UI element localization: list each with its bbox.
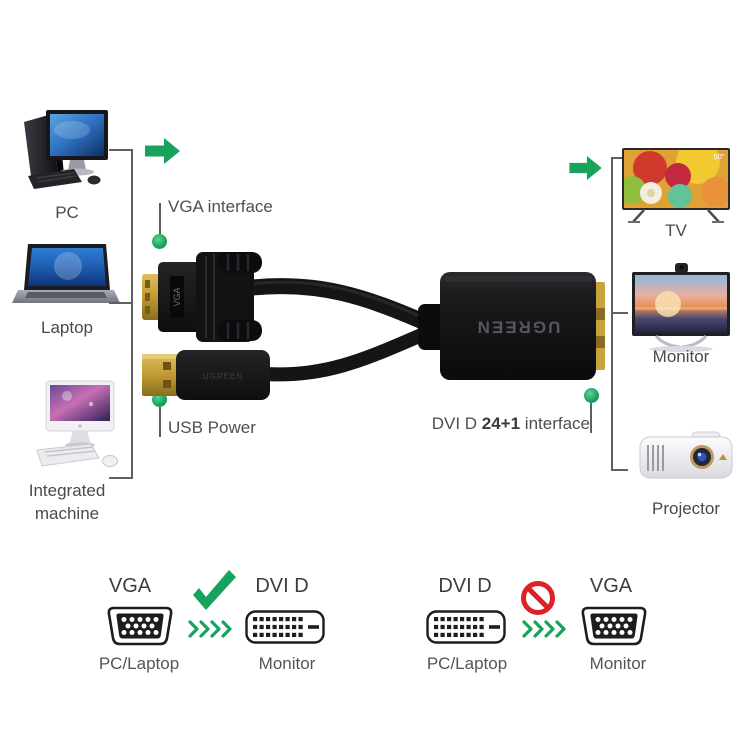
arrow-right-icon xyxy=(145,138,180,164)
dvi-callout-line xyxy=(590,403,592,433)
left-bracket-stub-laptop xyxy=(109,302,133,304)
usb-power-label: USB Power xyxy=(168,418,256,437)
prohibited-icon xyxy=(521,581,555,615)
right-bracket-stub-monitor xyxy=(611,312,628,314)
adapter-product-image: VGA UGREEN UGREE xyxy=(142,252,605,400)
right-bracket-stub-tv xyxy=(611,157,628,159)
left-bracket-line xyxy=(131,149,133,479)
monitor-label: Monitor xyxy=(652,347,710,366)
dvi-interface-label: DVI D 24+1 interface xyxy=(431,414,590,433)
laptop-label: Laptop xyxy=(41,318,93,337)
adapter-body: UGREEN xyxy=(418,272,605,380)
monitor-icon xyxy=(632,263,730,352)
tv-label: TV xyxy=(665,221,687,240)
left-bracket-stub-pc xyxy=(109,149,133,151)
left-bracket-stub-integrated xyxy=(109,477,133,479)
fail-right-device-label: Monitor xyxy=(589,654,647,673)
vga-connector-icon-2 xyxy=(581,606,647,646)
dvi-connector-icon xyxy=(245,610,325,644)
pass-right-type-label: DVI D xyxy=(255,575,309,597)
adapter-brand-text: UGREEN xyxy=(476,318,561,337)
tv-icon: 50" xyxy=(622,148,730,223)
check-icon xyxy=(193,570,236,610)
pc-label: PC xyxy=(55,203,79,222)
laptop-icon xyxy=(12,244,120,303)
fail-left-device-label: PC/Laptop xyxy=(426,654,508,673)
vga-callout-dot-icon xyxy=(152,234,167,249)
usb-plug: UGREEN xyxy=(142,350,270,400)
pass-left-device-label: PC/Laptop xyxy=(98,654,180,673)
pass-left-type-label: VGA xyxy=(108,575,152,597)
arrow-right-icon-2 xyxy=(569,156,602,180)
integrated-machine-icon xyxy=(36,380,118,467)
right-bracket-stub-projector xyxy=(611,469,628,471)
usb-brand-text: UGREEN xyxy=(203,372,243,381)
projector-icon xyxy=(639,431,733,479)
chevrons-icon-2 xyxy=(522,620,566,638)
vga-interface-label: VGA interface xyxy=(168,197,273,216)
vga-connector-icon xyxy=(107,606,173,646)
dvi-connector-icon-2 xyxy=(426,610,506,644)
pass-right-device-label: Monitor xyxy=(258,654,316,673)
vga-cable xyxy=(240,278,432,330)
right-bracket-line xyxy=(611,157,613,471)
pc-icon xyxy=(24,110,108,189)
vga-callout-line xyxy=(159,203,161,235)
usb-cable xyxy=(259,327,431,382)
tv-badge: 50" xyxy=(713,152,724,161)
integrated-machine-label: Integrated machine xyxy=(28,481,106,523)
dvi-callout-dot-icon xyxy=(584,388,599,403)
chevrons-icon xyxy=(188,620,232,638)
fail-right-type-label: VGA xyxy=(589,575,633,597)
vga-plug: VGA xyxy=(142,252,262,342)
vga-plug-text: VGA xyxy=(172,287,182,306)
projector-label: Projector xyxy=(651,499,721,518)
fail-left-type-label: DVI D xyxy=(438,575,492,597)
usb-callout-line xyxy=(159,407,161,437)
